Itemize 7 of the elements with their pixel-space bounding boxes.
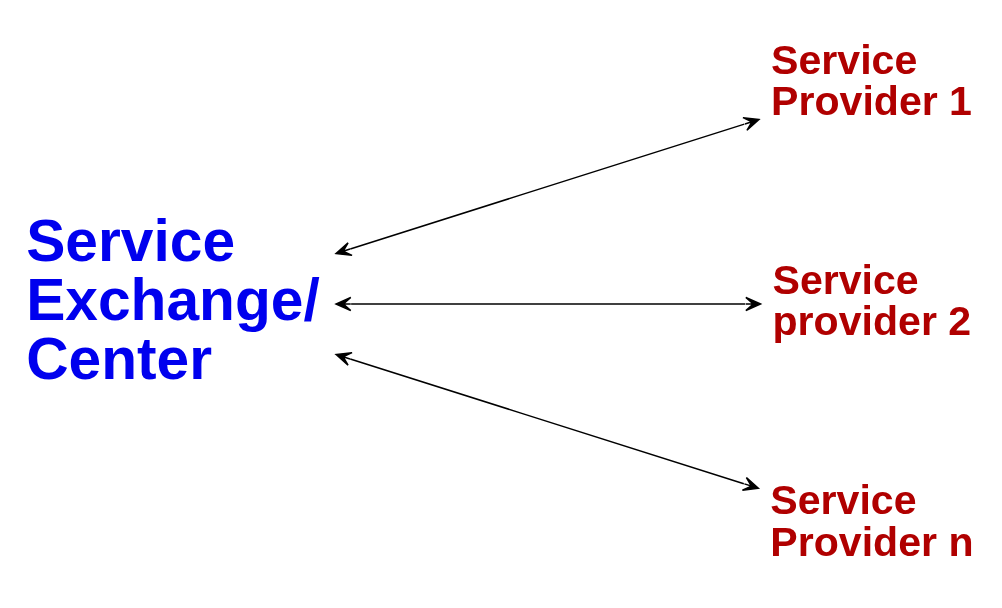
arrow [335, 116, 760, 257]
arrow [335, 296, 762, 312]
node-text: Service Exchange/ Center [26, 208, 320, 391]
arrow [335, 351, 760, 491]
node-text: Service provider 2 [772, 257, 972, 345]
node-text: Service Provider 1 [771, 37, 972, 125]
node-text: Service Provider n [770, 477, 974, 565]
